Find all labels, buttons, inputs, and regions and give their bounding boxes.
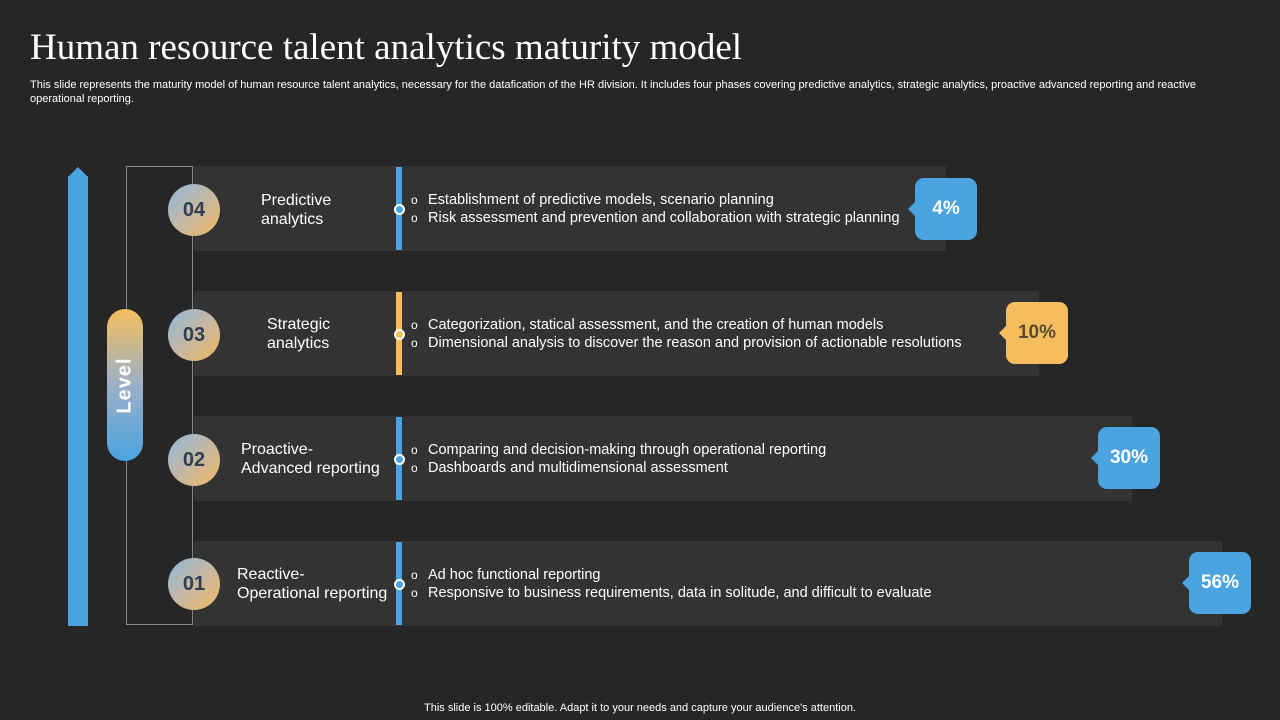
phase-label-04: Predictive analytics xyxy=(261,191,331,229)
level-arrow-head xyxy=(68,167,88,177)
phase-label-line: Operational reporting xyxy=(237,585,388,602)
phase-label-line: Advanced reporting xyxy=(241,460,380,477)
phase-row-04 xyxy=(194,166,946,251)
phase-number-03: 03 xyxy=(168,309,220,361)
phase-label-02: Proactive- Advanced reporting xyxy=(241,440,380,478)
phase-dot-04 xyxy=(394,204,405,215)
phase-number-01: 01 xyxy=(168,558,220,610)
phase-badge-04: 4% xyxy=(908,178,977,240)
phase-dot-03 xyxy=(394,329,405,340)
phase-label-line: analytics xyxy=(267,335,330,352)
slide-title: Human resource talent analytics maturity… xyxy=(30,27,743,68)
phase-number-02: 02 xyxy=(168,434,220,486)
slide-subtitle: This slide represents the maturity model… xyxy=(30,79,1196,105)
phase-badge-02: 30% xyxy=(1091,427,1160,489)
phase-badge-03: 10% xyxy=(999,302,1068,364)
level-label: Level xyxy=(113,356,136,414)
phase-badge-01: 56% xyxy=(1182,552,1251,614)
level-pill xyxy=(107,309,143,461)
slide-footer: This slide is 100% editable. Adapt it to… xyxy=(424,702,856,714)
phase-dot-01 xyxy=(394,579,405,590)
phase-label-line: analytics xyxy=(261,211,324,228)
phase-label-03: Strategic analytics xyxy=(267,315,330,353)
phase-row-01 xyxy=(194,541,1222,626)
phase-label-line: Reactive- xyxy=(237,566,305,583)
phase-number-04: 04 xyxy=(168,184,220,236)
phase-label-line: Predictive xyxy=(261,192,332,209)
phase-label-line: Proactive- xyxy=(241,441,314,458)
phase-label-01: Reactive- Operational reporting xyxy=(237,565,387,603)
phase-label-line: Strategic xyxy=(267,316,331,333)
phase-row-02 xyxy=(194,416,1132,501)
phase-row-03 xyxy=(194,291,1039,376)
level-label-wrap: Level xyxy=(107,309,143,461)
phase-dot-02 xyxy=(394,454,405,465)
level-arrow xyxy=(68,176,88,626)
